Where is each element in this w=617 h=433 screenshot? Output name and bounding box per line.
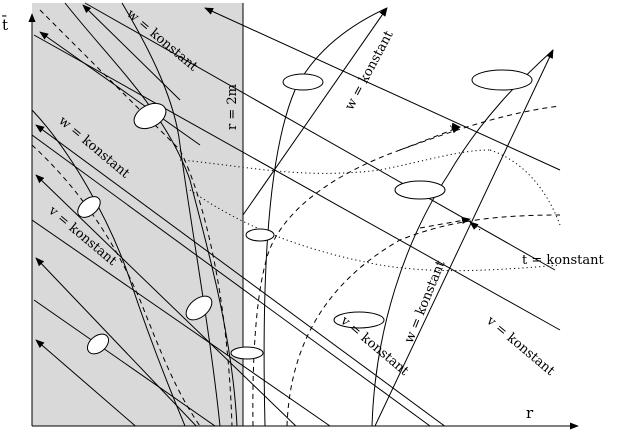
- light-cone-5: [333, 311, 385, 329]
- light-cones: [77, 69, 533, 360]
- dashed-arrow-2: [419, 216, 471, 229]
- infall-curve-2: [32, 109, 186, 426]
- v-line-3: [33, 299, 216, 426]
- v-null-lines: [32, 2, 561, 426]
- v-line-8: [35, 174, 297, 426]
- light-cone-3: [394, 180, 446, 200]
- infall-curve-1: [121, 2, 221, 426]
- w-label-top-right: w = konstant: [342, 28, 397, 113]
- horizontal-axis-label: r: [526, 404, 534, 422]
- w-null-lines: [242, 7, 554, 426]
- w-line-2: [374, 49, 554, 426]
- dashed-curve-4: [286, 214, 561, 426]
- light-cone-1: [282, 73, 324, 91]
- light-cone-10: [86, 333, 110, 355]
- light-cone-9: [185, 295, 213, 321]
- vertical-axis-label: t̄: [2, 16, 8, 34]
- v-line-10: [35, 339, 137, 426]
- v-line-12: [39, 31, 201, 146]
- v-line-4: [33, 34, 561, 331]
- dotted-curve-3: [489, 149, 561, 226]
- dashed-curve-3: [252, 105, 561, 426]
- dashed-curve-1: [39, 9, 233, 426]
- light-cone-4: [245, 228, 275, 242]
- light-cone-8: [77, 196, 101, 218]
- horizon-label: r = 2m: [225, 84, 240, 130]
- t-const-label: t = konstant: [522, 253, 604, 268]
- dotted-curve-1: [179, 149, 491, 174]
- v-line-9: [35, 257, 197, 426]
- dashed-arrow-1: [399, 126, 461, 151]
- w-line-1: [242, 7, 388, 216]
- v-line-5: [204, 7, 561, 171]
- v-line-1: [32, 134, 431, 426]
- w-label-bottom-right: w = konstant: [402, 258, 449, 346]
- dashed-curve-2: [32, 144, 201, 426]
- interior-region: [32, 3, 243, 426]
- infall-curve-3: [64, 2, 238, 426]
- light-cone-6: [230, 346, 264, 360]
- v-line-2: [32, 219, 331, 426]
- light-cone-2: [471, 69, 533, 91]
- dotted-curve-2: [189, 189, 561, 272]
- dotted-arrow-1: [449, 122, 461, 130]
- light-cone-7: [133, 102, 167, 130]
- outgoing-curve-1: [263, 7, 388, 426]
